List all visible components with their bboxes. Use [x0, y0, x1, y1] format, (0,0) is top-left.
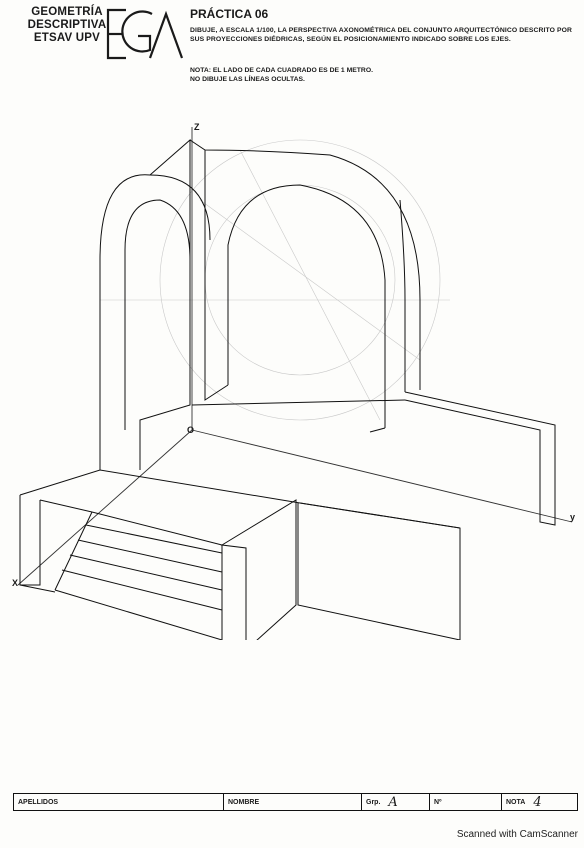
back-arch-wall	[189, 139, 421, 390]
scanner-watermark: Scanned with CamScanner	[456, 829, 578, 840]
student-info-strip: APELLIDOS NOMBRE Grp. A Nº NOTA 4	[13, 793, 578, 811]
apellidos-label: APELLIDOS	[18, 798, 59, 806]
note-line-2: NO DIBUJE LAS LÍNEAS OCULTAS.	[190, 76, 305, 83]
ega-logo	[106, 8, 184, 60]
school-line-3: ETSAV UPV	[33, 32, 101, 44]
construction-lines	[100, 139, 450, 421]
numero-label: Nº	[434, 798, 442, 806]
nota-field[interactable]: NOTA 4	[502, 794, 577, 810]
nota-value: 4	[533, 794, 542, 810]
numero-field[interactable]: Nº	[430, 794, 502, 810]
school-line-2: DESCRIPTIVA	[27, 19, 107, 31]
right-wall	[404, 391, 556, 526]
practice-title: PRÁCTICA 06	[190, 7, 269, 21]
apellidos-field[interactable]: APELLIDOS	[14, 794, 224, 810]
origin-label: O	[187, 425, 195, 435]
school-line-1: GEOMETRÍA	[31, 6, 103, 18]
instructions-text: DIBUJE, A ESCALA 1/100, LA PERSPECTIVA A…	[190, 27, 573, 43]
grupo-label: Grp.	[366, 798, 381, 806]
nombre-label: NOMBRE	[228, 798, 260, 806]
x-axis-label: X	[12, 578, 19, 588]
y-axis-label: y	[570, 512, 576, 522]
nombre-field[interactable]: NOMBRE	[224, 794, 362, 810]
axes	[17, 127, 573, 586]
note-line-1: NOTA: EL LADO DE CADA CUADRADO ES DE 1 M…	[190, 67, 374, 74]
grupo-field[interactable]: Grp. A	[362, 794, 430, 810]
school-name: GEOMETRÍA DESCRIPTIVA ETSAV UPV	[26, 6, 108, 45]
x-axis	[17, 429, 193, 586]
axonometric-drawing	[17, 127, 573, 640]
y-axis	[191, 429, 573, 523]
grupo-value: A	[388, 794, 398, 810]
stairs	[54, 511, 223, 640]
nota-label: NOTA	[506, 798, 526, 806]
step-block	[220, 499, 297, 640]
left-arch-wall	[99, 138, 191, 470]
note-text: NOTA: EL LADO DE CADA CUADRADO ES DE 1 M…	[190, 66, 490, 84]
z-axis-label: Z	[194, 122, 200, 132]
front-platform	[19, 469, 461, 640]
